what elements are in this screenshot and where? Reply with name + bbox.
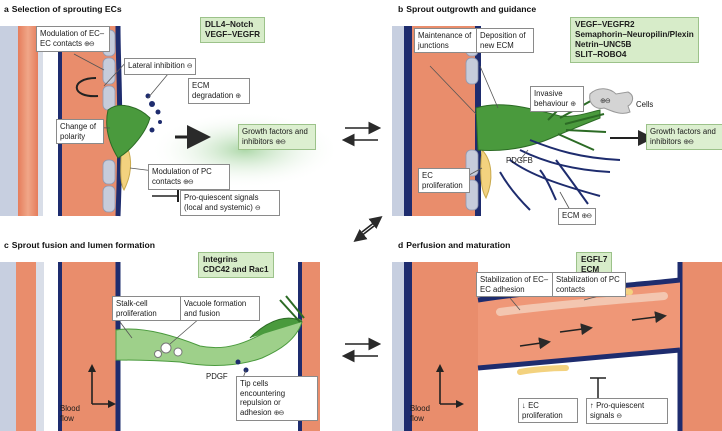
label-pro-quiescent-d: ↑ Pro-quiescent signals⊖ [586, 398, 668, 424]
blood-flow-arrow-c [91, 370, 110, 405]
label-blood-flow-c: Blood flow [60, 404, 80, 423]
vessel-lumen-d-right [680, 262, 722, 431]
panel-c-pathways: Integrins CDC42 and Rac1 [198, 252, 274, 278]
cells-shape [589, 88, 634, 114]
panel-d-graphics [392, 262, 722, 431]
pathway-item: DLL4–Notch [205, 20, 254, 29]
minus-icon: ⊖ [254, 204, 261, 212]
flow-arrows-d [519, 311, 667, 350]
label-ec-proliferation: EC proliferation [418, 168, 470, 193]
plus-minus-icon: ⊕⊖ [275, 138, 286, 146]
label-tip-cells: Tip cells encountering repulsion or adhe… [236, 376, 318, 421]
label-modulation-pc: Modulation of PC contacts⊕⊖ [148, 164, 230, 190]
plus-icon: ⊕ [235, 92, 241, 100]
vessel-lumen-c [60, 262, 118, 431]
panel-d-title-text: Perfusion and maturation [406, 240, 511, 250]
panel-c-title-text: Sprout fusion and lumen formation [11, 240, 156, 250]
pathway-item: SLIT–ROBO4 [575, 50, 627, 59]
panel-a-pathways: DLL4–Notch VEGF–VEGFR [200, 17, 266, 43]
tip-cell [106, 105, 151, 159]
label-ec-prolif-d: ↓ EC proliferation [518, 398, 578, 423]
label-vacuole: Vacuole formation and fusion [180, 296, 260, 321]
label-stab-ec: Stabilization of EC–EC adhesion [476, 272, 556, 297]
label-stalk-cell: Stalk-cell proliferation [112, 296, 182, 321]
panel-b-pathways: VEGF–VEGFR2 Semaphorin–Neuropilin/Plexin… [570, 17, 699, 63]
label-growth-factors-a: Growth factors and inhibitors⊕⊖ [238, 124, 316, 150]
pathway-item: CDC42 and Rac1 [203, 265, 269, 274]
transition-arrows [341, 121, 383, 363]
panel-b-letter: b [398, 4, 404, 14]
panel-c-letter: c [4, 240, 9, 250]
cells-symbols: ⊕⊖ [598, 96, 611, 107]
panel-a-letter: a [4, 4, 9, 14]
fused-sprout [115, 318, 303, 366]
label-ecm-degradation: ECM degradation⊕ [188, 78, 250, 104]
label-pro-quiescent-a: Pro-quiescent signals (local and systemi… [180, 190, 280, 216]
plus-minus-icon: ⊕⊖ [183, 178, 194, 186]
label-invasive: Invasive behaviour⊕ [530, 86, 584, 112]
pathway-item: Semaphorin–Neuropilin/Plexin [575, 30, 694, 39]
panel-a-title-text: Selection of sprouting ECs [11, 4, 122, 14]
vacuoles [154, 342, 183, 358]
vessel-lumen-d [412, 262, 478, 431]
pericyte-b [480, 148, 492, 200]
label-pdgf: PDGF [206, 372, 228, 381]
plus-icon: ⊕ [570, 100, 576, 108]
panel-b-title-text: Sprout outgrowth and guidance [406, 4, 537, 14]
vessel-inner-wall [38, 26, 43, 216]
pathway-item: Netrin–UNC5B [575, 40, 632, 49]
pathway-item: VEGF–VEGFR [205, 30, 261, 39]
label-cells: Cells [636, 100, 654, 109]
plus-minus-icon: ⊕⊖ [600, 98, 611, 105]
plus-minus-icon: ⊕⊖ [84, 40, 95, 48]
vessel-wall-left [0, 26, 18, 216]
label-lateral-inhibition: Lateral inhibition⊖ [124, 58, 196, 75]
label-blood-flow-d: Blood flow [410, 404, 430, 423]
label-maintenance: Maintenance of junctions [414, 28, 478, 53]
leader-lines-b [429, 65, 571, 211]
vessel-lumen-left [18, 26, 38, 216]
plus-minus-icon: ⊕⊖ [273, 409, 285, 417]
vessel-border [115, 25, 123, 217]
ecm-dots [145, 93, 162, 133]
lateral-inhibition-curve [75, 77, 99, 98]
label-change-polarity: Change of polarity [56, 119, 104, 144]
label-ecm-b: ECM⊕⊖ [558, 208, 596, 225]
plus-minus-icon: ⊕⊖ [581, 213, 592, 220]
pathway-item: EGFL7 [581, 255, 608, 264]
label-pdgfb: PDGFB [506, 156, 533, 165]
minus-icon: ⊖ [186, 63, 193, 70]
label-deposition: Deposition of new ECM [476, 28, 534, 53]
label-modulation-ec: Modulation of EC–EC contacts⊕⊖ [36, 26, 110, 52]
pathway-item: ECM [581, 265, 600, 274]
label-stab-pc: Stabilization of PC contacts [552, 272, 626, 297]
label-growth-factors-b: Growth factors and inhibitors⊕⊖ [646, 124, 722, 150]
pathway-item: Integrins [203, 255, 238, 264]
ecm-fibers-b [499, 139, 621, 211]
minus-icon: ⊖ [616, 412, 622, 420]
pathway-item: VEGF–VEGFR2 [575, 20, 635, 29]
plus-minus-icon: ⊕⊖ [683, 138, 694, 146]
panel-d-letter: d [398, 240, 404, 250]
